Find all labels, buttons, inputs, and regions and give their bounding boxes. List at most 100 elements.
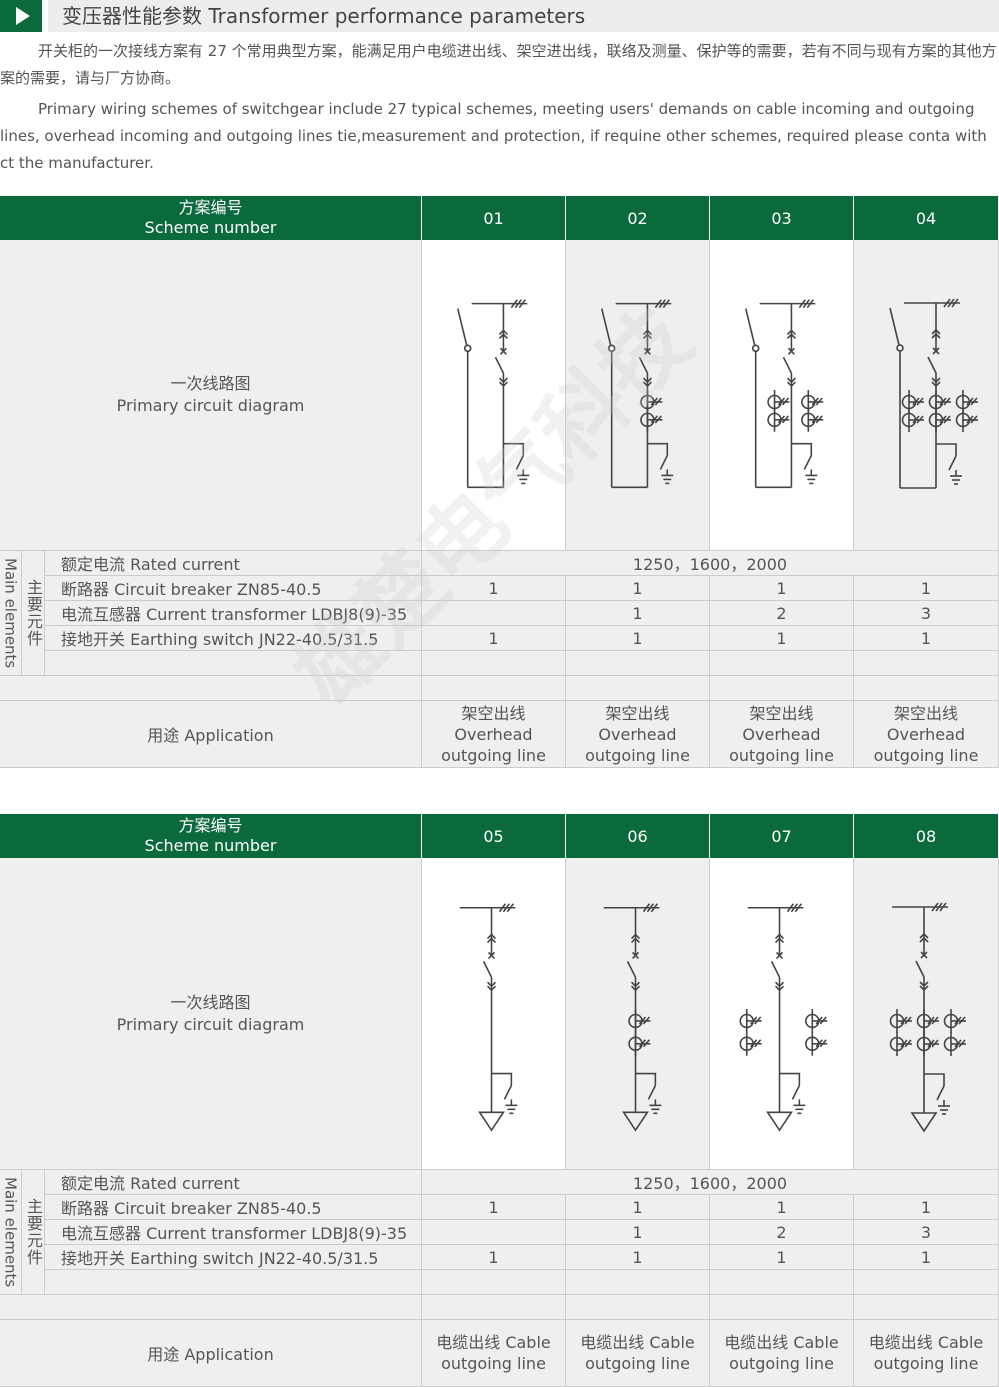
ct-value-02-text: 1 <box>632 603 643 623</box>
main-elements-en-text: Main elements <box>1 1176 20 1288</box>
blank-value-04 <box>854 651 999 676</box>
earthing-value-05: 1 <box>422 1245 566 1270</box>
breaker-value-04: 1 <box>854 576 999 601</box>
ct-value-05 <box>422 1220 566 1245</box>
scheme-number-04: 04 <box>854 196 999 240</box>
rated-current-value: 1250，1600，2000 <box>422 551 999 576</box>
current-transformer-icon <box>889 1008 912 1033</box>
ct-value-04-text: 3 <box>920 603 932 623</box>
earthing-value-04-text: 1 <box>920 628 932 648</box>
earthing-value-08: 1 <box>854 1245 999 1270</box>
current-transformer-icon <box>955 408 978 432</box>
breaker-value-02-text: 1 <box>632 578 643 598</box>
scheme-number-01: 01 <box>422 196 566 240</box>
breaker-value-01-text: 1 <box>488 578 499 598</box>
blank-value-05 <box>422 1270 566 1295</box>
current-transformer-icon <box>739 1008 762 1033</box>
breaker-value-03-text: 1 <box>776 578 787 598</box>
scheme-number-07: 07 <box>710 814 854 858</box>
diagram-cell-03 <box>710 240 854 551</box>
application-08: 电缆出线 Cable outgoing line <box>854 1320 999 1387</box>
row-label-breaker-text: 断路器 Circuit breaker ZN85-40.5 <box>61 1199 322 1218</box>
current-transformer-icon <box>928 390 951 414</box>
row-label-blank <box>45 1270 422 1295</box>
play-arrow-icon <box>0 0 42 32</box>
row-label-ct-text: 电流互感器 Current transformer LDBJ8(9)-35 <box>61 1224 408 1243</box>
current-transformer-icon <box>889 1031 912 1056</box>
diagram-cell-05 <box>422 858 566 1170</box>
overhead-circuit-diagram <box>456 299 530 489</box>
row-label-breaker: 断路器 Circuit breaker ZN85-40.5 <box>45 576 422 601</box>
blank-value-06 <box>566 1270 710 1295</box>
ct-value-03-text: 2 <box>776 603 787 623</box>
earthing-value-05-text: 1 <box>488 1247 499 1267</box>
scheme-number-05-text: 05 <box>483 826 504 846</box>
overhead-circuit-diagram <box>744 299 824 489</box>
intro-en: Primary wiring schemes of switchgear inc… <box>0 100 987 172</box>
earthing-value-04: 1 <box>854 626 999 651</box>
application-cn: 电缆出线 Cable <box>436 1333 551 1352</box>
overhead-circuit-diagram <box>889 298 978 489</box>
scheme-number-05: 05 <box>422 814 566 858</box>
row-label-rated-current: 额定电流 Rated current <box>45 1170 422 1195</box>
application-label: 用途 Application <box>0 1320 422 1387</box>
main-elements-cn-text: 主要元件 <box>24 579 43 647</box>
row-label-rated-current-text: 额定电流 Rated current <box>61 1174 240 1193</box>
current-transformer-icon <box>628 1031 651 1056</box>
cable-circuit-diagram <box>739 902 828 1132</box>
application-label: 用途 Application <box>0 701 422 768</box>
row-label-blank <box>45 651 422 676</box>
application-en: outgoing line <box>441 1354 546 1373</box>
diagram-cell-07 <box>710 858 854 1170</box>
main-elements-en: Main elements <box>0 551 22 676</box>
earthing-value-07-text: 1 <box>776 1247 787 1267</box>
current-transformer-icon <box>805 1008 828 1033</box>
current-transformer-icon <box>805 1031 828 1056</box>
breaker-value-05-text: 1 <box>488 1197 499 1217</box>
current-transformer-icon <box>801 390 824 414</box>
earthing-value-02-text: 1 <box>632 628 643 648</box>
cable-circuit-diagram <box>889 902 966 1132</box>
cable-circuit-diagram <box>459 902 518 1132</box>
breaker-value-06-text: 1 <box>632 1197 643 1217</box>
diagram-cell-04 <box>854 240 999 551</box>
breaker-value-03: 1 <box>710 576 854 601</box>
scheme-cn: 方案编号 <box>178 816 243 835</box>
main-elements-cn: 主要元件 <box>22 551 45 676</box>
ct-value-02: 1 <box>566 601 710 626</box>
ct-value-07-text: 2 <box>776 1222 787 1242</box>
blank-row <box>0 1295 422 1320</box>
earthing-value-03-text: 1 <box>776 628 787 648</box>
breaker-value-07-text: 1 <box>776 1197 787 1217</box>
intro-text: 开关柜的一次接线方案有 27 个常用典型方案，能满足用户电缆进出线、架空进出线，… <box>0 38 999 177</box>
blank-value-07 <box>710 1270 854 1295</box>
current-transformer-icon <box>916 1031 939 1056</box>
row-label-earthing-text: 接地开关 Earthing switch JN22-40.5/31.5 <box>61 630 379 649</box>
application-en: outgoing line <box>729 1354 834 1373</box>
current-transformer-icon <box>739 1031 762 1056</box>
application-cn: 架空出线 <box>461 703 526 723</box>
blank-cell <box>422 676 566 701</box>
scheme-number-03-text: 03 <box>771 208 792 228</box>
scheme-number-04-text: 04 <box>915 208 937 228</box>
breaker-value-01: 1 <box>422 576 566 601</box>
section-title: 变压器性能参数 Transformer performance paramete… <box>48 0 999 32</box>
application-en: outgoing line <box>585 1354 690 1373</box>
current-transformer-icon <box>640 407 663 432</box>
application-cn: 电缆出线 Cable <box>868 1333 984 1352</box>
scheme-number-01-text: 01 <box>483 208 504 228</box>
ct-value-04: 3 <box>854 601 999 626</box>
blank-cell <box>710 676 854 701</box>
application-cn: 架空出线 <box>893 703 958 723</box>
current-transformer-icon <box>916 1008 939 1033</box>
application-en: Overhead outgoing line <box>729 724 834 765</box>
breaker-value-04-text: 1 <box>920 578 932 598</box>
scheme-en: Scheme number <box>144 218 277 237</box>
breaker-value-05: 1 <box>422 1195 566 1220</box>
application-label-text: 用途 Application <box>147 1345 274 1364</box>
application-en: outgoing line <box>873 1354 979 1373</box>
ct-value-08: 3 <box>854 1220 999 1245</box>
